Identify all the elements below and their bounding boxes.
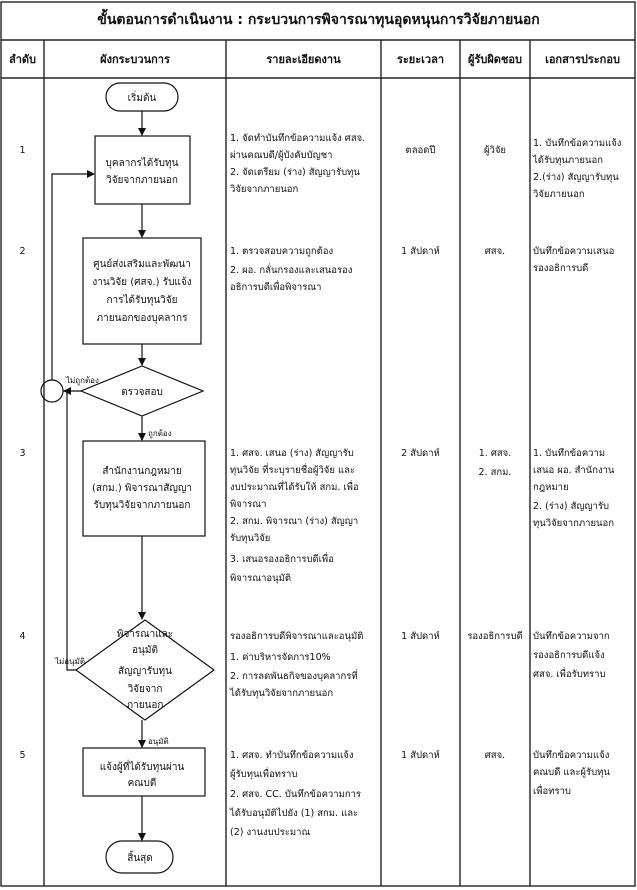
duration-value: ตลอดปี: [405, 145, 436, 156]
details-line: ได้รับอนุมัติไปยัง (1) สกม. และ: [230, 808, 359, 819]
responsible-value: ผู้วิจัย: [483, 145, 507, 156]
document-line: วิจัยภายนอก: [533, 189, 585, 200]
step-number: 5: [19, 750, 26, 761]
box2-line: การได้รับทุนวิจัย: [106, 294, 177, 306]
details-line: งบประมาณที่ได้รับให้ สกม. เพื่อ: [230, 482, 359, 493]
duration-value: 1 สัปดาห์: [401, 631, 440, 642]
details-line: 1. ศสจ. ทำบันทึกข้อความแจ้ง: [230, 750, 354, 761]
document-line: บันทึกข้อความเสนอ: [533, 246, 615, 257]
step-number: 1: [19, 145, 26, 156]
duration-value: 1 สัปดาห์: [401, 246, 440, 257]
details-line: อธิการบดีเพื่อพิจารณา: [230, 282, 322, 293]
document-line: 1. บันทึกข้อความแจ้ง: [533, 138, 622, 149]
document-line: เสนอ ผอ. สำนักงาน: [533, 465, 615, 476]
step-number: 4: [19, 631, 26, 642]
header-details: รายละเอียดงาน: [266, 53, 341, 66]
details-line: 1. จัดทำบันทึกข้อความแจ้ง ศสจ.: [230, 133, 366, 144]
decision-line: พิจารณาและ: [117, 629, 173, 640]
box4-line: คณบดี: [128, 777, 157, 789]
start-label: เริ่มต้น: [128, 90, 157, 104]
step-number: 3: [19, 448, 26, 459]
responsible-value: ศสจ.: [484, 246, 506, 257]
details-line: 2. ผอ. กลั่นกรองและเสนอรอง: [230, 265, 353, 276]
duration-value: 1 สัปดาห์: [401, 750, 440, 761]
step-number: 2: [19, 246, 26, 257]
process-box-4: [82, 747, 206, 797]
box3-line: สำนักงานกฎหมาย: [102, 466, 181, 477]
approve-decision: [74, 619, 216, 721]
details-line: รับทุนวิจัย: [230, 533, 271, 544]
box2-line: งานวิจัย (ศสจ.) รับแจ้ง: [92, 276, 191, 288]
responsible-value: ศสจ.: [484, 750, 506, 761]
process-box-3: [82, 440, 206, 537]
details-line: ทุนวิจัย ที่ระบุรายชื่อผู้วิจัย และ: [230, 465, 355, 476]
document-line: บันทึกข้อความแจ้ง: [533, 750, 610, 761]
header-step: ลำดับ: [8, 53, 37, 66]
document-line: เพื่อทราบ: [533, 786, 571, 797]
check-label: ตรวจสอบ: [121, 387, 163, 398]
document-line: ทุนวิจัยจากภายนอก: [533, 518, 614, 529]
responsible-value: 1. ศสจ.: [478, 448, 512, 459]
details-line: วิจัยจากภายนอก: [230, 184, 299, 195]
details-line: รองอธิการบดีพิจารณาและอนุมัติ: [230, 631, 364, 642]
document-line: กฎหมาย: [533, 482, 569, 493]
details-line: 3. เสนอรองอธิการบดีเพื่อ: [230, 554, 334, 565]
details-line: ผู้รับทุนเพื่อทราบ: [230, 769, 298, 780]
document-line: ศสจ. เพื่อรับทราบ: [533, 669, 606, 680]
box2-line: ภายนอกของบุคลากร: [97, 313, 189, 324]
box1-line: บุคลากรได้รับทุน: [106, 157, 179, 169]
header-duration: ระยะเวลา: [396, 53, 445, 66]
not-correct-label: ไม่ถูกต้อง: [65, 376, 99, 386]
details-line: พิจารณา: [230, 499, 267, 510]
details-line: 1. ศสจ. เสนอ (ร่าง) สัญญารับ: [230, 448, 354, 459]
details-line: (2) งานงบประมาณ: [230, 827, 311, 838]
document-line: รองอธิการบดีแจ้ง: [533, 650, 605, 661]
details-line: ได้รับทุนวิจัยจากภายนอก: [230, 688, 334, 699]
not-approved-label: ไม่อนุมัติ: [54, 657, 85, 666]
document-line: 2.(ร่าง) สัญญารับทุน: [533, 172, 619, 183]
details-line: 1. ค่าบริหารจัดการ10%: [230, 652, 331, 663]
document-line: คณบดี และผู้รับทุน: [533, 767, 610, 778]
box2-line: ศูนย์ส่งเสริมและพัฒนา: [93, 258, 191, 270]
responsible-value: รองอธิการบดี: [467, 631, 523, 642]
details-line: ผ่านคณบดี/ผู้บังคับบัญชา: [230, 150, 333, 161]
decision-line: ภายนอก: [127, 700, 164, 711]
details-line: พิจารณาอนุมัติ: [230, 573, 292, 584]
document-line: ได้รับทุนภายนอก: [533, 155, 603, 166]
header-flowchart: ผังกระบวนการ: [100, 53, 170, 66]
document-line: 1. บันทึกข้อความ: [533, 448, 606, 459]
decision-line: สัญญารับทุน: [118, 666, 172, 677]
details-line: 2. ศสจ. CC. บันทึกข้อความการ: [230, 789, 362, 800]
details-line: 2. จัดเตรียม (ร่าง) สัญญารับทุน: [230, 167, 360, 178]
end-terminator: [105, 840, 174, 874]
box1-line: วิจัยจากภายนอก: [106, 175, 178, 186]
box3-line: (สกม.) พิจารณาสัญญา: [92, 483, 192, 494]
document-line: บันทึกข้อความจาก: [533, 631, 610, 642]
correct-label: ถูกต้อง: [148, 429, 172, 439]
responsible-value: 2. สกม.: [478, 467, 512, 478]
duration-value: 2 สัปดาห์: [401, 448, 440, 459]
page-title: ขั้นตอนการดำเนินงาน : กระบวนการพิจารณาทุ…: [97, 12, 540, 28]
box4-line: แจ้งผู้ที่ได้รับทุนผ่าน: [100, 759, 185, 773]
decision-line: อนุมัติ: [132, 645, 158, 656]
decision-line: วิจัยจาก: [127, 684, 162, 695]
document-line: รองอธิการบดี: [533, 263, 589, 274]
box3-line: รับทุนวิจัยจากภายนอก: [94, 500, 191, 511]
approved-label: อนุมัติ: [148, 737, 169, 746]
header-responsible: ผู้รับผิดชอบ: [468, 53, 522, 66]
details-line: 2. การลดพันธกิจของบุคลากรที่: [230, 671, 358, 682]
details-line: 2. สกม. พิจารณา (ร่าง) สัญญา: [230, 516, 359, 527]
header-documents: เอกสารประกอบ: [545, 53, 620, 66]
end-label: สิ้นสุด: [127, 850, 153, 864]
details-line: 1. ตรวจสอบความถูกต้อง: [230, 246, 334, 257]
document-line: 2. (ร่าง) สัญญารับ: [533, 501, 610, 512]
